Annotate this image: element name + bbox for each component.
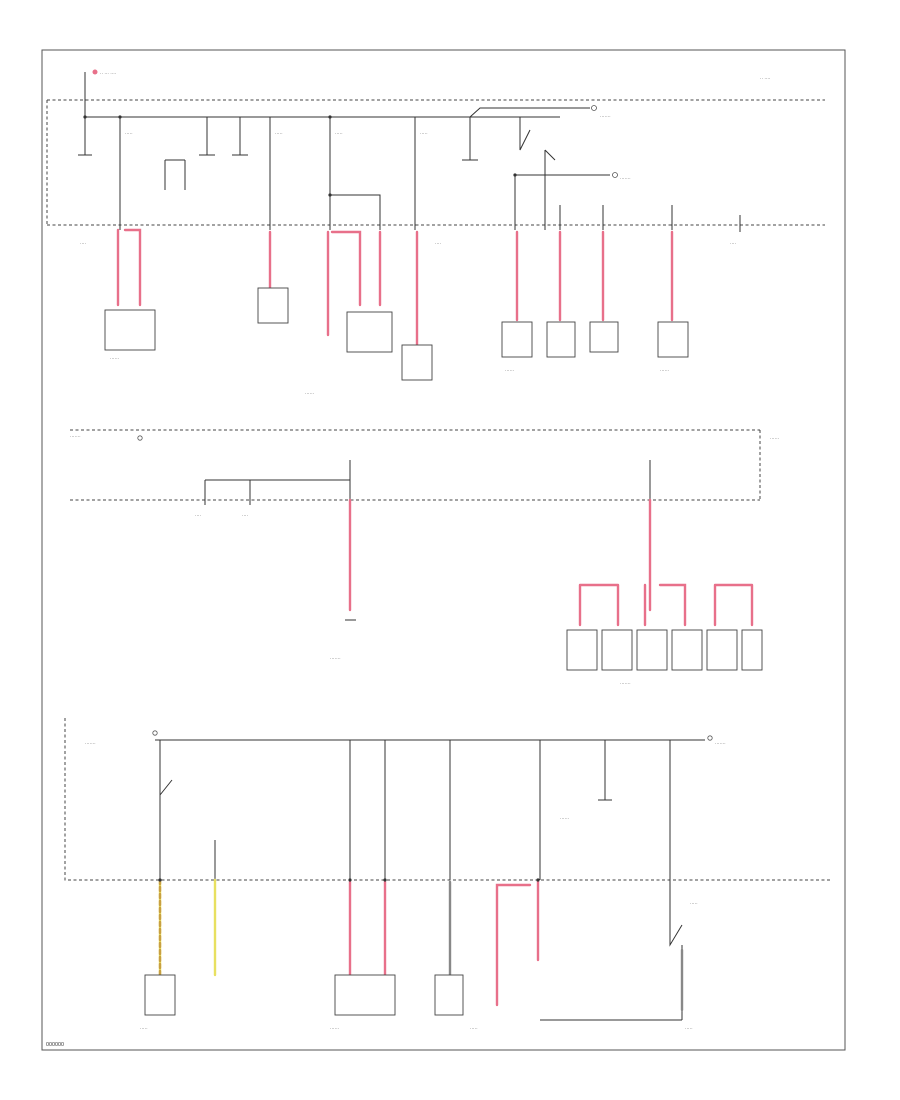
svg-text:······: ······ xyxy=(305,391,314,396)
svg-text:·······: ······· xyxy=(600,114,611,119)
svg-text:······: ······ xyxy=(330,1026,339,1031)
svg-text:·····: ····· xyxy=(690,901,698,906)
svg-text:·······: ······· xyxy=(620,176,631,181)
svg-text:·······: ······· xyxy=(70,434,81,439)
svg-text:·····: ····· xyxy=(140,1026,148,1031)
svg-text:·····: ····· xyxy=(685,1026,693,1031)
section-3-fuse-block: ······· ······· ······ ····· ····· ·····… xyxy=(64,718,830,1031)
svg-text:·······: ······· xyxy=(620,681,631,686)
svg-text:·····: ····· xyxy=(125,131,133,136)
svg-text:·····: ····· xyxy=(275,131,283,136)
svg-text:······: ······ xyxy=(770,436,779,441)
svg-text:····: ···· xyxy=(435,241,441,246)
svg-text:······: ······ xyxy=(505,368,514,373)
svg-text:······: ······ xyxy=(110,356,119,361)
svg-text:····: ···· xyxy=(730,241,736,246)
svg-text:·· ····: ·· ···· xyxy=(760,76,770,81)
svg-text:·· ··· ····: ·· ··· ···· xyxy=(100,71,116,76)
svg-text:····: ···· xyxy=(195,513,201,518)
section-1-underhood-fuse-block: ·· ··· ···· ·· ···· ····· ····· ····· ··… xyxy=(46,69,825,396)
diagram-code: 000000 xyxy=(46,1042,64,1048)
svg-text:·····: ····· xyxy=(470,1026,478,1031)
svg-text:·······: ······· xyxy=(85,741,96,746)
svg-text:····: ···· xyxy=(242,513,248,518)
svg-text:·····: ····· xyxy=(335,131,343,136)
svg-text:······: ······ xyxy=(560,816,569,821)
diagram-border xyxy=(41,49,846,1051)
svg-text:······: ······ xyxy=(660,368,669,373)
svg-text:····: ···· xyxy=(80,241,86,246)
svg-text:·····: ····· xyxy=(420,131,428,136)
section-2-fuse-block: ······· ······ ······· ······· ···· ···· xyxy=(70,429,779,686)
svg-text:·······: ······· xyxy=(715,741,726,746)
svg-text:·······: ······· xyxy=(330,656,341,661)
